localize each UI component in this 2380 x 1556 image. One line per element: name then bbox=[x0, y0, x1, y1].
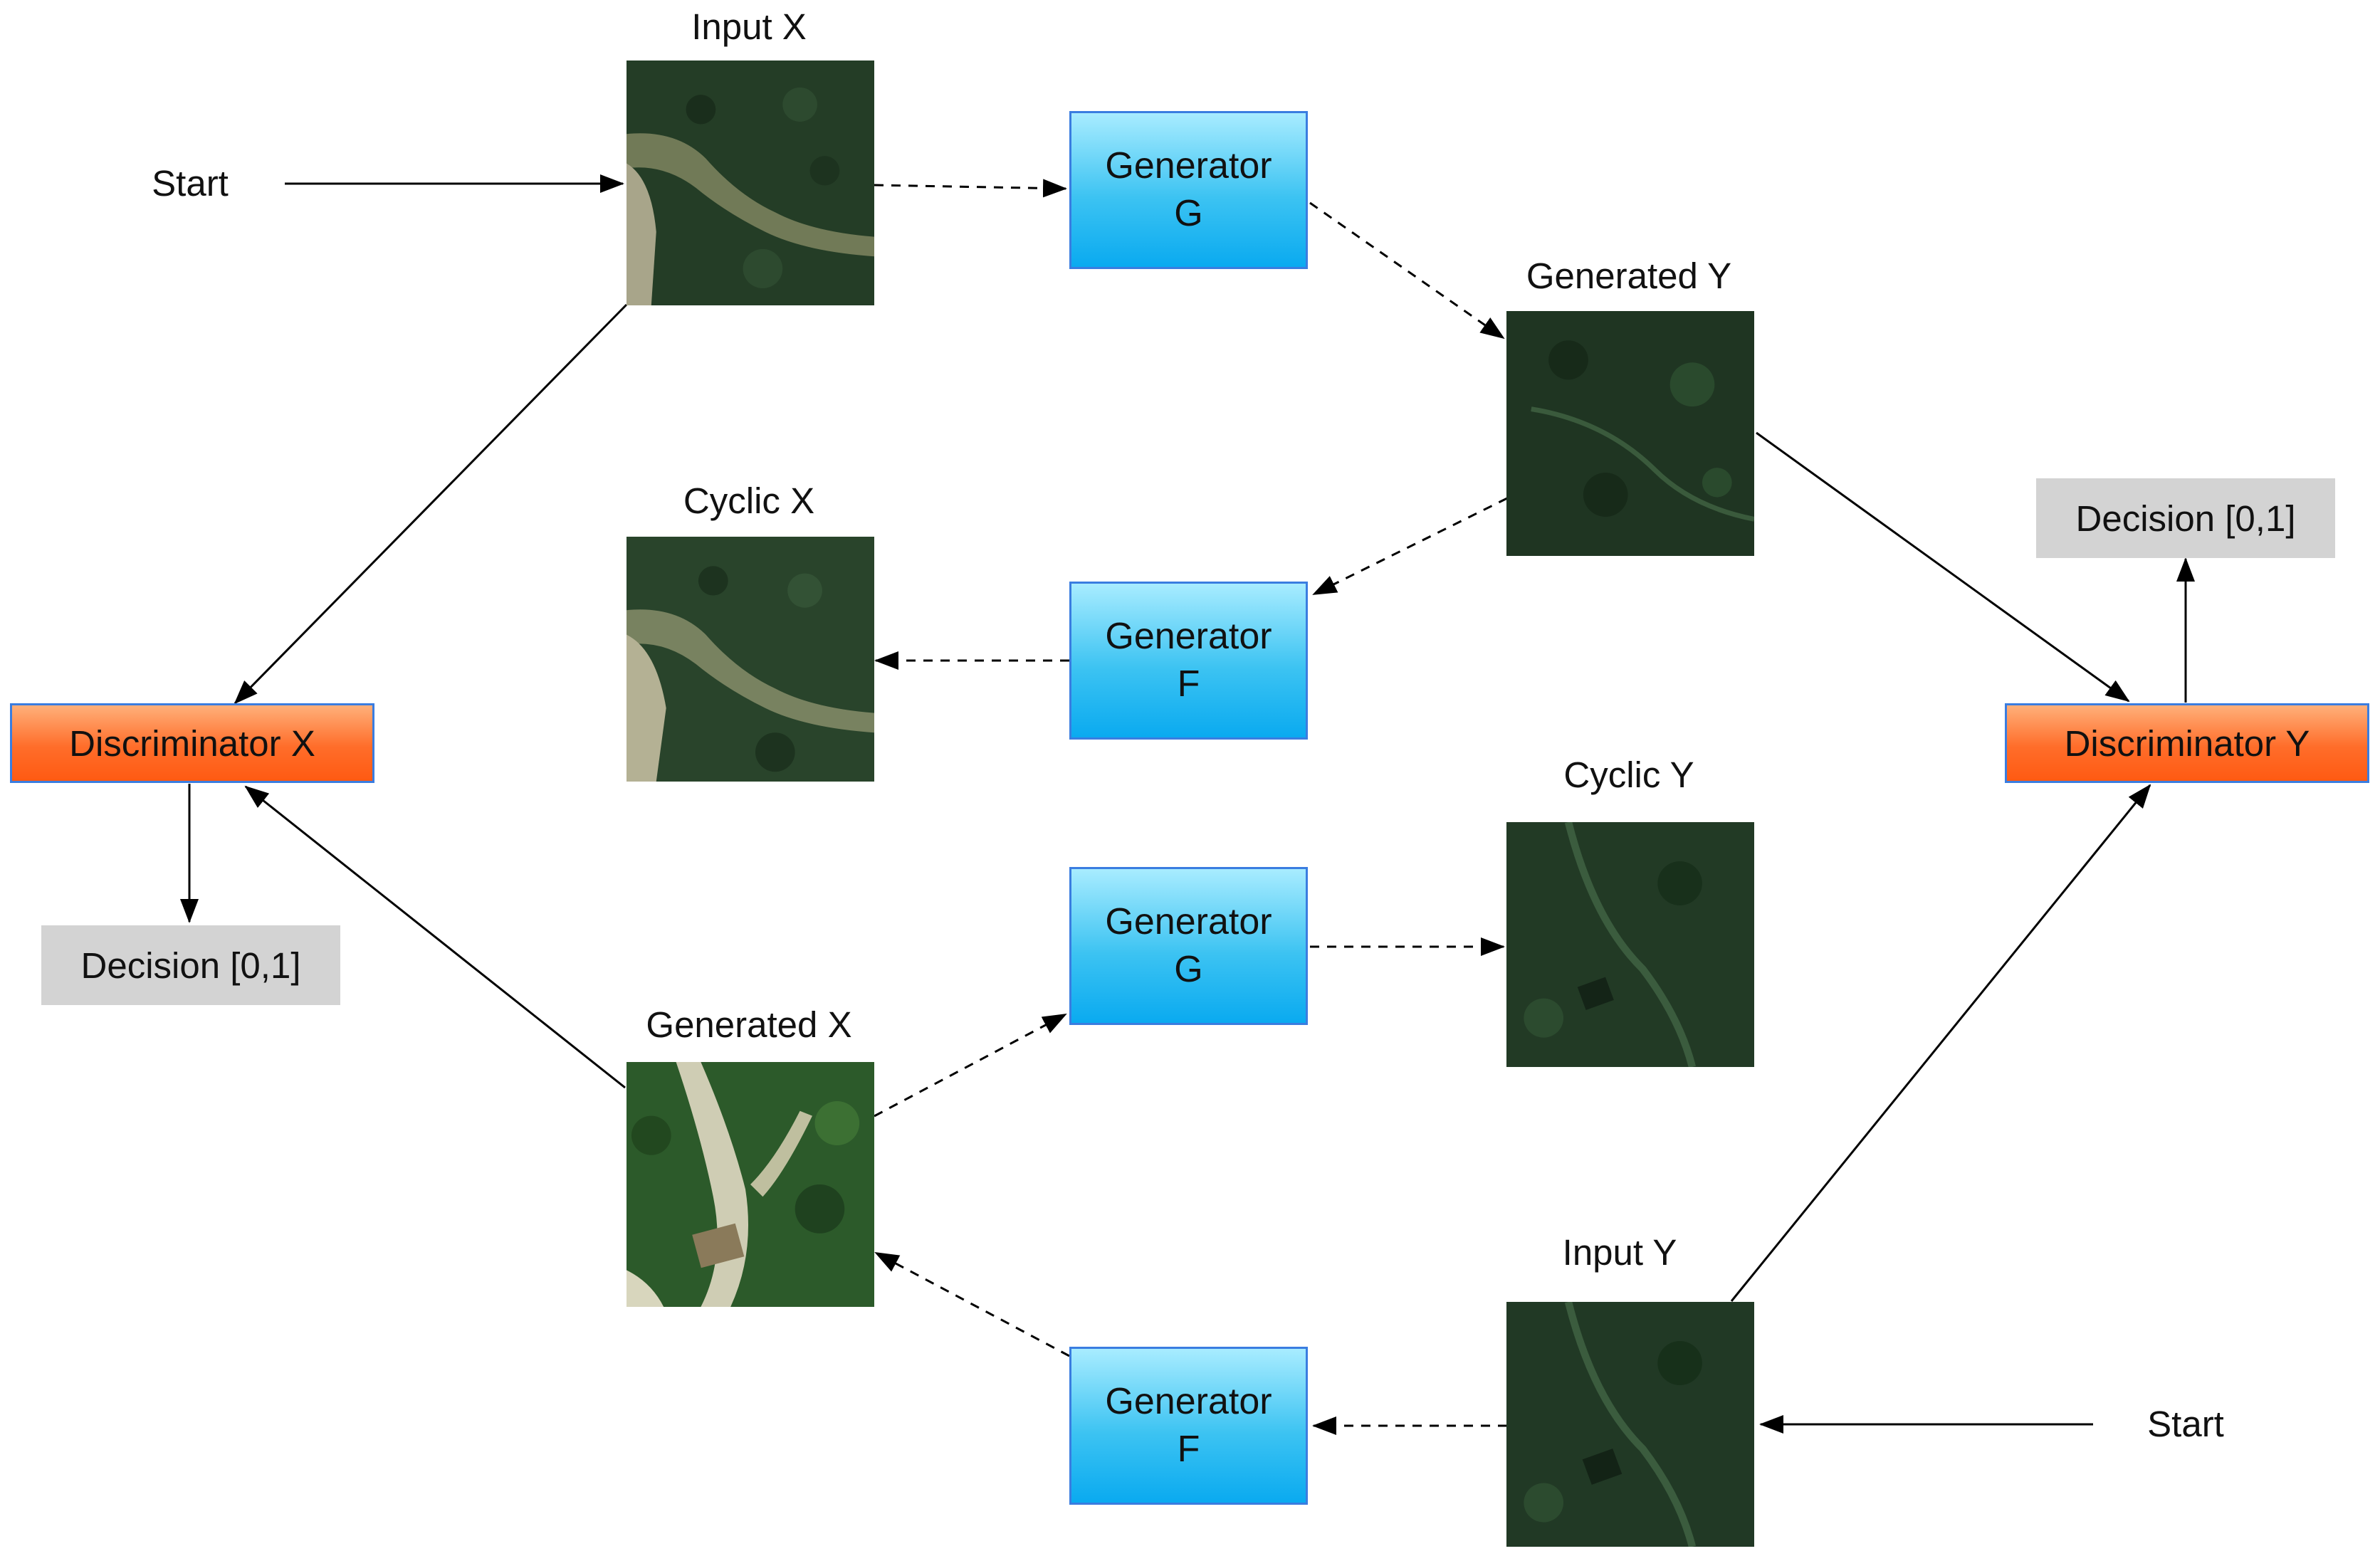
input-x-label: Input X bbox=[691, 6, 807, 47]
generator-f-bottom-line2: F bbox=[1177, 1429, 1200, 1470]
input-y-label: Input Y bbox=[1562, 1232, 1677, 1273]
discriminator-y: Discriminator Y bbox=[2005, 703, 2369, 783]
generated-y-label: Generated Y bbox=[1526, 256, 1732, 296]
arrow-input-x-to-discriminator-x bbox=[234, 303, 628, 705]
arrow-generated-x-to-discriminator-x bbox=[244, 785, 626, 1089]
generated-x-image bbox=[627, 1062, 874, 1307]
input-y-image bbox=[1506, 1302, 1754, 1547]
arrow-generator-g-to-generated-y bbox=[1309, 201, 1505, 340]
cyclic-y-label: Cyclic Y bbox=[1563, 755, 1694, 795]
generator-g-top: Generator G bbox=[1069, 111, 1308, 269]
arrow-generated-y-to-generator-f bbox=[1312, 497, 1508, 596]
generator-g-top-line1: Generator bbox=[1105, 145, 1272, 187]
start-label-bottom: Start bbox=[2147, 1404, 2224, 1444]
arrow-input-x-to-generator-g bbox=[874, 179, 1067, 198]
arrow-generator-f-to-generated-x bbox=[874, 1251, 1070, 1357]
arrow-generated-x-to-generator-g bbox=[874, 1013, 1067, 1118]
decision-x: Decision [0,1] bbox=[41, 925, 340, 1005]
generator-g-lower-line2: G bbox=[1174, 949, 1203, 990]
generator-f-upper-line1: Generator bbox=[1105, 616, 1272, 658]
decision-y: Decision [0,1] bbox=[2036, 478, 2335, 558]
generator-g-top-line2: G bbox=[1174, 193, 1203, 234]
generator-g-lower-line1: Generator bbox=[1105, 901, 1272, 943]
input-x-image bbox=[627, 61, 874, 305]
generator-f-bottom: Generator F bbox=[1069, 1347, 1308, 1505]
generator-f-bottom-line1: Generator bbox=[1105, 1381, 1272, 1423]
arrow-generated-y-to-discriminator-y bbox=[1756, 431, 2130, 703]
generated-y-image bbox=[1506, 311, 1754, 556]
arrow-input-y-to-discriminator-y bbox=[1730, 784, 2151, 1302]
generator-g-lower: Generator G bbox=[1069, 867, 1308, 1025]
cyclic-y-image bbox=[1506, 822, 1754, 1067]
discriminator-x: Discriminator X bbox=[10, 703, 374, 783]
start-label-top: Start bbox=[152, 163, 229, 204]
generator-f-upper: Generator F bbox=[1069, 582, 1308, 740]
generator-f-upper-line2: F bbox=[1177, 663, 1200, 705]
cyclic-x-image bbox=[627, 537, 874, 782]
generated-x-label: Generated X bbox=[646, 1004, 852, 1045]
cyclic-x-label: Cyclic X bbox=[683, 480, 815, 521]
